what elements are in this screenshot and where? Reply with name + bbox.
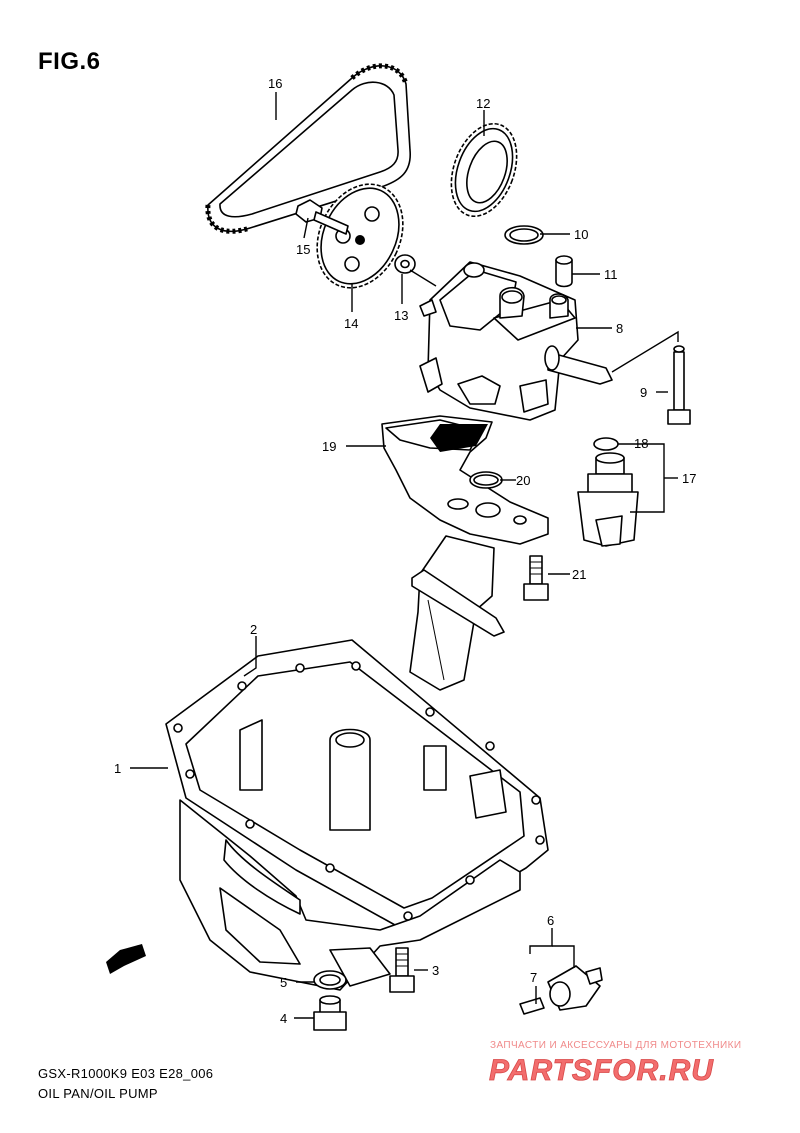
- oil-pressure-switch: [547, 965, 603, 1011]
- figure-code: GSX-R1000K9 E03 E28_006: [38, 1066, 214, 1081]
- callout-12: 12: [476, 96, 490, 111]
- pan-bolt: [389, 947, 415, 993]
- callout-labels: 16 12 15 14 13 10 11 8 9 19 18 20 17 21 …: [114, 76, 696, 1026]
- strainer-pipe: [409, 535, 505, 691]
- watermark-logo-text: PARTSFOR.RU: [489, 1054, 714, 1087]
- figure-title: FIG.6: [38, 48, 101, 75]
- drain-gasket: [313, 970, 347, 990]
- switch-screw: [519, 997, 545, 1015]
- callout-7: 7: [530, 970, 537, 985]
- callout-6: 6: [547, 913, 554, 928]
- callout-14: 14: [344, 316, 358, 331]
- o-ring-20: [469, 471, 503, 489]
- long-bolt: [667, 345, 691, 425]
- callout-19: 19: [322, 439, 336, 454]
- callout-9: 9: [640, 385, 647, 400]
- fwd-text: FWD: [113, 941, 146, 968]
- callout-2: 2: [250, 622, 257, 637]
- callout-13: 13: [394, 308, 408, 323]
- sprocket-bolt: [295, 199, 349, 235]
- o-ring-18: [593, 437, 619, 451]
- oil-pan: [165, 639, 549, 991]
- pan-bolt-holes: [173, 661, 545, 921]
- drain-plug: [313, 995, 347, 1031]
- callout-11: 11: [604, 267, 618, 282]
- o-ring-10: [504, 225, 544, 245]
- callout-8: 8: [616, 321, 623, 336]
- forward-direction-badge: FWD: [106, 941, 146, 974]
- leader-lines: [130, 92, 679, 1019]
- oil-pressure-regulator: [577, 452, 639, 547]
- watermark-logo[interactable]: PARTSFOR.RU: [487, 1052, 787, 1088]
- callout-4: 4: [280, 1011, 287, 1026]
- oil-strainer: [381, 415, 549, 545]
- pump-drive-sprocket: [316, 183, 404, 289]
- pump-driven-sprocket: [450, 122, 518, 218]
- callout-21: 21: [572, 567, 586, 582]
- oil-pump-assembly: [419, 261, 613, 421]
- callout-1: 1: [114, 761, 121, 776]
- figure-name: OIL PAN/OIL PUMP: [38, 1086, 158, 1101]
- callout-10: 10: [574, 227, 588, 242]
- strainer-bolt: [523, 555, 549, 601]
- washer: [394, 254, 416, 274]
- callout-17: 17: [682, 471, 696, 486]
- dowel-pin: [555, 255, 573, 288]
- callout-16: 16: [268, 76, 282, 91]
- callout-15: 15: [296, 242, 310, 257]
- watermark-caption: ЗАПЧАСТИ И АКСЕССУАРЫ ДЛЯ МОТОТЕХНИКИ: [490, 1040, 742, 1051]
- callout-20: 20: [516, 473, 530, 488]
- callout-5: 5: [280, 975, 287, 990]
- callout-3: 3: [432, 963, 439, 978]
- callout-18: 18: [634, 436, 648, 451]
